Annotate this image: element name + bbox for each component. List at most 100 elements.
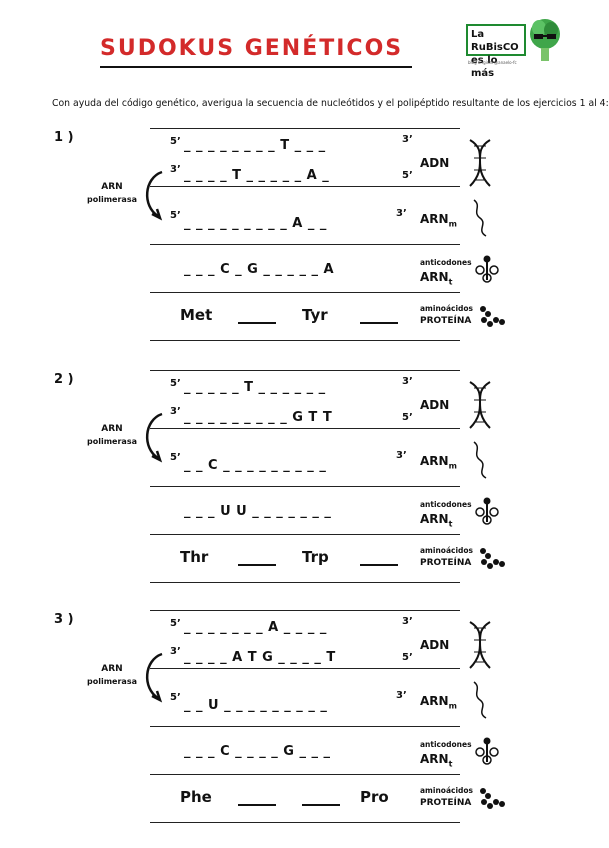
dna-template-strand: _ _ _ _ _ _ _ _ _ G T T — [184, 410, 333, 425]
mrna-strand: _ _ _ _ _ _ _ _ _ A _ _ — [184, 216, 327, 231]
protein-chain-icon — [478, 546, 506, 570]
three-prime-label: 3’ — [402, 376, 413, 387]
five-prime-label: 5’ — [170, 136, 181, 147]
three-prime-label: 3’ — [402, 616, 413, 627]
arnt-subscript: t — [448, 759, 453, 769]
adn-label: ADN — [420, 398, 450, 412]
separator-line — [150, 186, 460, 187]
five-prime-label: 5’ — [170, 452, 181, 463]
aminoacid-blank — [238, 804, 276, 806]
anticodones-label: anticodones — [420, 500, 472, 509]
aminoacid-pro: Pro — [360, 788, 389, 806]
aminoacid-met: Met — [180, 306, 213, 324]
arn-polimerasa-label: polimerasa — [87, 677, 137, 686]
mrna-icon — [468, 196, 492, 240]
three-prime-label: 3’ — [170, 164, 181, 175]
separator-line — [150, 726, 460, 727]
aminoacid-tyr: Tyr — [302, 306, 328, 324]
separator-line — [150, 370, 460, 371]
three-prime-label: 3’ — [170, 406, 181, 417]
arn-polimerasa-label: polimerasa — [87, 437, 137, 446]
protein-chain-icon — [478, 304, 506, 328]
separator-line — [150, 774, 460, 775]
separator-line — [150, 428, 460, 429]
arn-polimerasa-label: ARN — [101, 664, 123, 674]
trna-anticodons: _ _ _ C _ _ _ _ G _ _ _ — [184, 744, 331, 759]
aminoacidos-label: aminoácidos — [420, 304, 474, 313]
arnt-subscript: t — [448, 277, 453, 287]
separator-line — [150, 668, 460, 669]
dna-helix-icon — [466, 620, 494, 670]
adn-label: ADN — [420, 638, 450, 652]
arnm-label: ARNm — [420, 212, 457, 229]
arnt-subscript: t — [448, 519, 453, 529]
logo: La RuBisCO es lo más blog original @anae… — [466, 18, 564, 79]
arnm-label: ARNm — [420, 454, 457, 471]
three-prime-label: 3’ — [396, 690, 407, 701]
arnt-label: ARNt — [420, 270, 453, 287]
five-prime-label: 5’ — [402, 412, 413, 423]
three-prime-label: 3’ — [396, 450, 407, 461]
separator-line — [150, 610, 460, 611]
three-prime-label: 3’ — [402, 134, 413, 145]
arnt-label: ARNt — [420, 752, 453, 769]
three-prime-label: 3’ — [396, 208, 407, 219]
aminoacid-blank — [238, 564, 276, 566]
transcription-arrow-icon — [140, 412, 166, 464]
adn-label: ADN — [420, 156, 450, 170]
five-prime-label: 5’ — [170, 210, 181, 221]
three-prime-label: 3’ — [170, 646, 181, 657]
aminoacidos-label: aminoácidos — [420, 786, 474, 795]
title-underline — [100, 66, 412, 68]
aminoacid-blank — [302, 804, 340, 806]
proteina-label: PROTEÍNA — [420, 316, 472, 326]
five-prime-label: 5’ — [402, 652, 413, 663]
dna-template-strand: _ _ _ _ T _ _ _ _ _ A _ — [184, 168, 330, 183]
arn-polimerasa-label: polimerasa — [87, 195, 137, 204]
separator-line — [150, 244, 460, 245]
exercise-number: 1 ) — [54, 130, 74, 145]
arnm-subscript: m — [448, 701, 457, 711]
logo-subtitle: blog original @anaelo-fc — [468, 60, 517, 65]
transcription-arrow-icon — [140, 652, 166, 704]
arn-polimerasa-label: ARN — [101, 182, 123, 192]
exercise-number: 3 ) — [54, 612, 74, 627]
instructions: Con ayuda del código genético, averigua … — [52, 98, 609, 109]
aminoacid-blank — [238, 322, 276, 324]
dna-coding-strand: _ _ _ _ _ _ _ A _ _ _ _ — [184, 620, 327, 635]
protein-chain-icon — [478, 786, 506, 810]
dna-helix-icon — [466, 138, 494, 188]
five-prime-label: 5’ — [170, 618, 181, 629]
separator-line — [150, 340, 460, 341]
mrna-strand: _ _ C _ _ _ _ _ _ _ _ _ — [184, 458, 327, 473]
arnm-subscript: m — [448, 461, 457, 471]
five-prime-label: 5’ — [170, 378, 181, 389]
transcription-arrow-icon — [140, 170, 166, 222]
dna-coding-strand: _ _ _ _ _ _ _ _ T _ _ _ — [184, 138, 326, 153]
page-title: SUDOKUS GENÉTICOS — [100, 36, 404, 61]
arn-polimerasa-label: ARN — [101, 424, 123, 434]
exercise-number: 2 ) — [54, 372, 74, 387]
anticodones-label: anticodones — [420, 740, 472, 749]
arnt-label: ARNt — [420, 512, 453, 529]
lettuce-icon — [530, 19, 560, 61]
logo-box: La RuBisCO es lo más — [466, 24, 526, 79]
separator-line — [150, 534, 460, 535]
arnm-subscript: m — [448, 219, 457, 229]
mrna-icon — [468, 678, 492, 722]
arnm-label: ARNm — [420, 694, 457, 711]
separator-line — [150, 128, 460, 129]
aminoacid-blank — [360, 322, 398, 324]
aminoacid-phe: Phe — [180, 788, 212, 806]
dna-coding-strand: _ _ _ _ _ T _ _ _ _ _ _ — [184, 380, 326, 395]
five-prime-label: 5’ — [170, 692, 181, 703]
dna-helix-icon — [466, 380, 494, 430]
logo-line1: La RuBisCO — [471, 29, 519, 53]
trna-icon — [474, 496, 500, 526]
anticodones-label: anticodones — [420, 258, 472, 267]
logo-line2: es lo más — [471, 55, 498, 79]
aminoacid-trp: Trp — [302, 548, 329, 566]
trna-anticodons: _ _ _ C _ G _ _ _ _ _ A — [184, 262, 335, 277]
mrna-icon — [468, 438, 492, 482]
five-prime-label: 5’ — [402, 170, 413, 181]
